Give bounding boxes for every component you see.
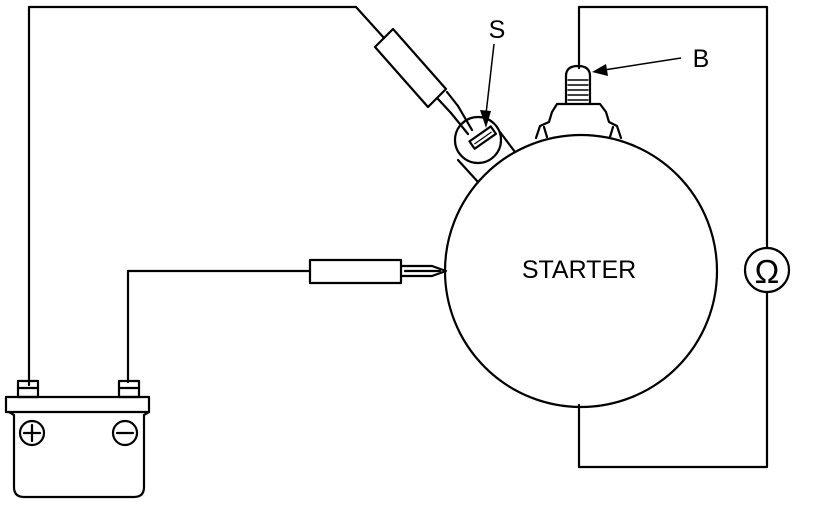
wire-positive-to-s-probe — [27, 5, 386, 387]
battery — [4, 379, 151, 499]
ohmmeter-loop-wire — [577, 5, 769, 250]
s-terminal-label: S — [489, 16, 506, 44]
b-terminal — [534, 64, 623, 140]
ohm-symbol-icon: Ω — [755, 253, 780, 290]
battery-positive-icon — [18, 419, 46, 447]
ohmmeter — [743, 246, 791, 294]
battery-negative-icon — [111, 419, 139, 447]
starter-label: STARTER — [522, 256, 636, 284]
s-leader — [480, 43, 495, 128]
solenoid-s-terminal — [453, 115, 517, 184]
body-probe — [308, 258, 448, 285]
b-terminal-label: B — [693, 45, 710, 73]
ohmmeter-return-wire — [577, 290, 769, 469]
wire-negative-to-body-probe — [126, 269, 312, 384]
b-leader — [592, 57, 682, 76]
starter-body — [443, 133, 719, 409]
s-terminal-probe — [373, 27, 474, 136]
